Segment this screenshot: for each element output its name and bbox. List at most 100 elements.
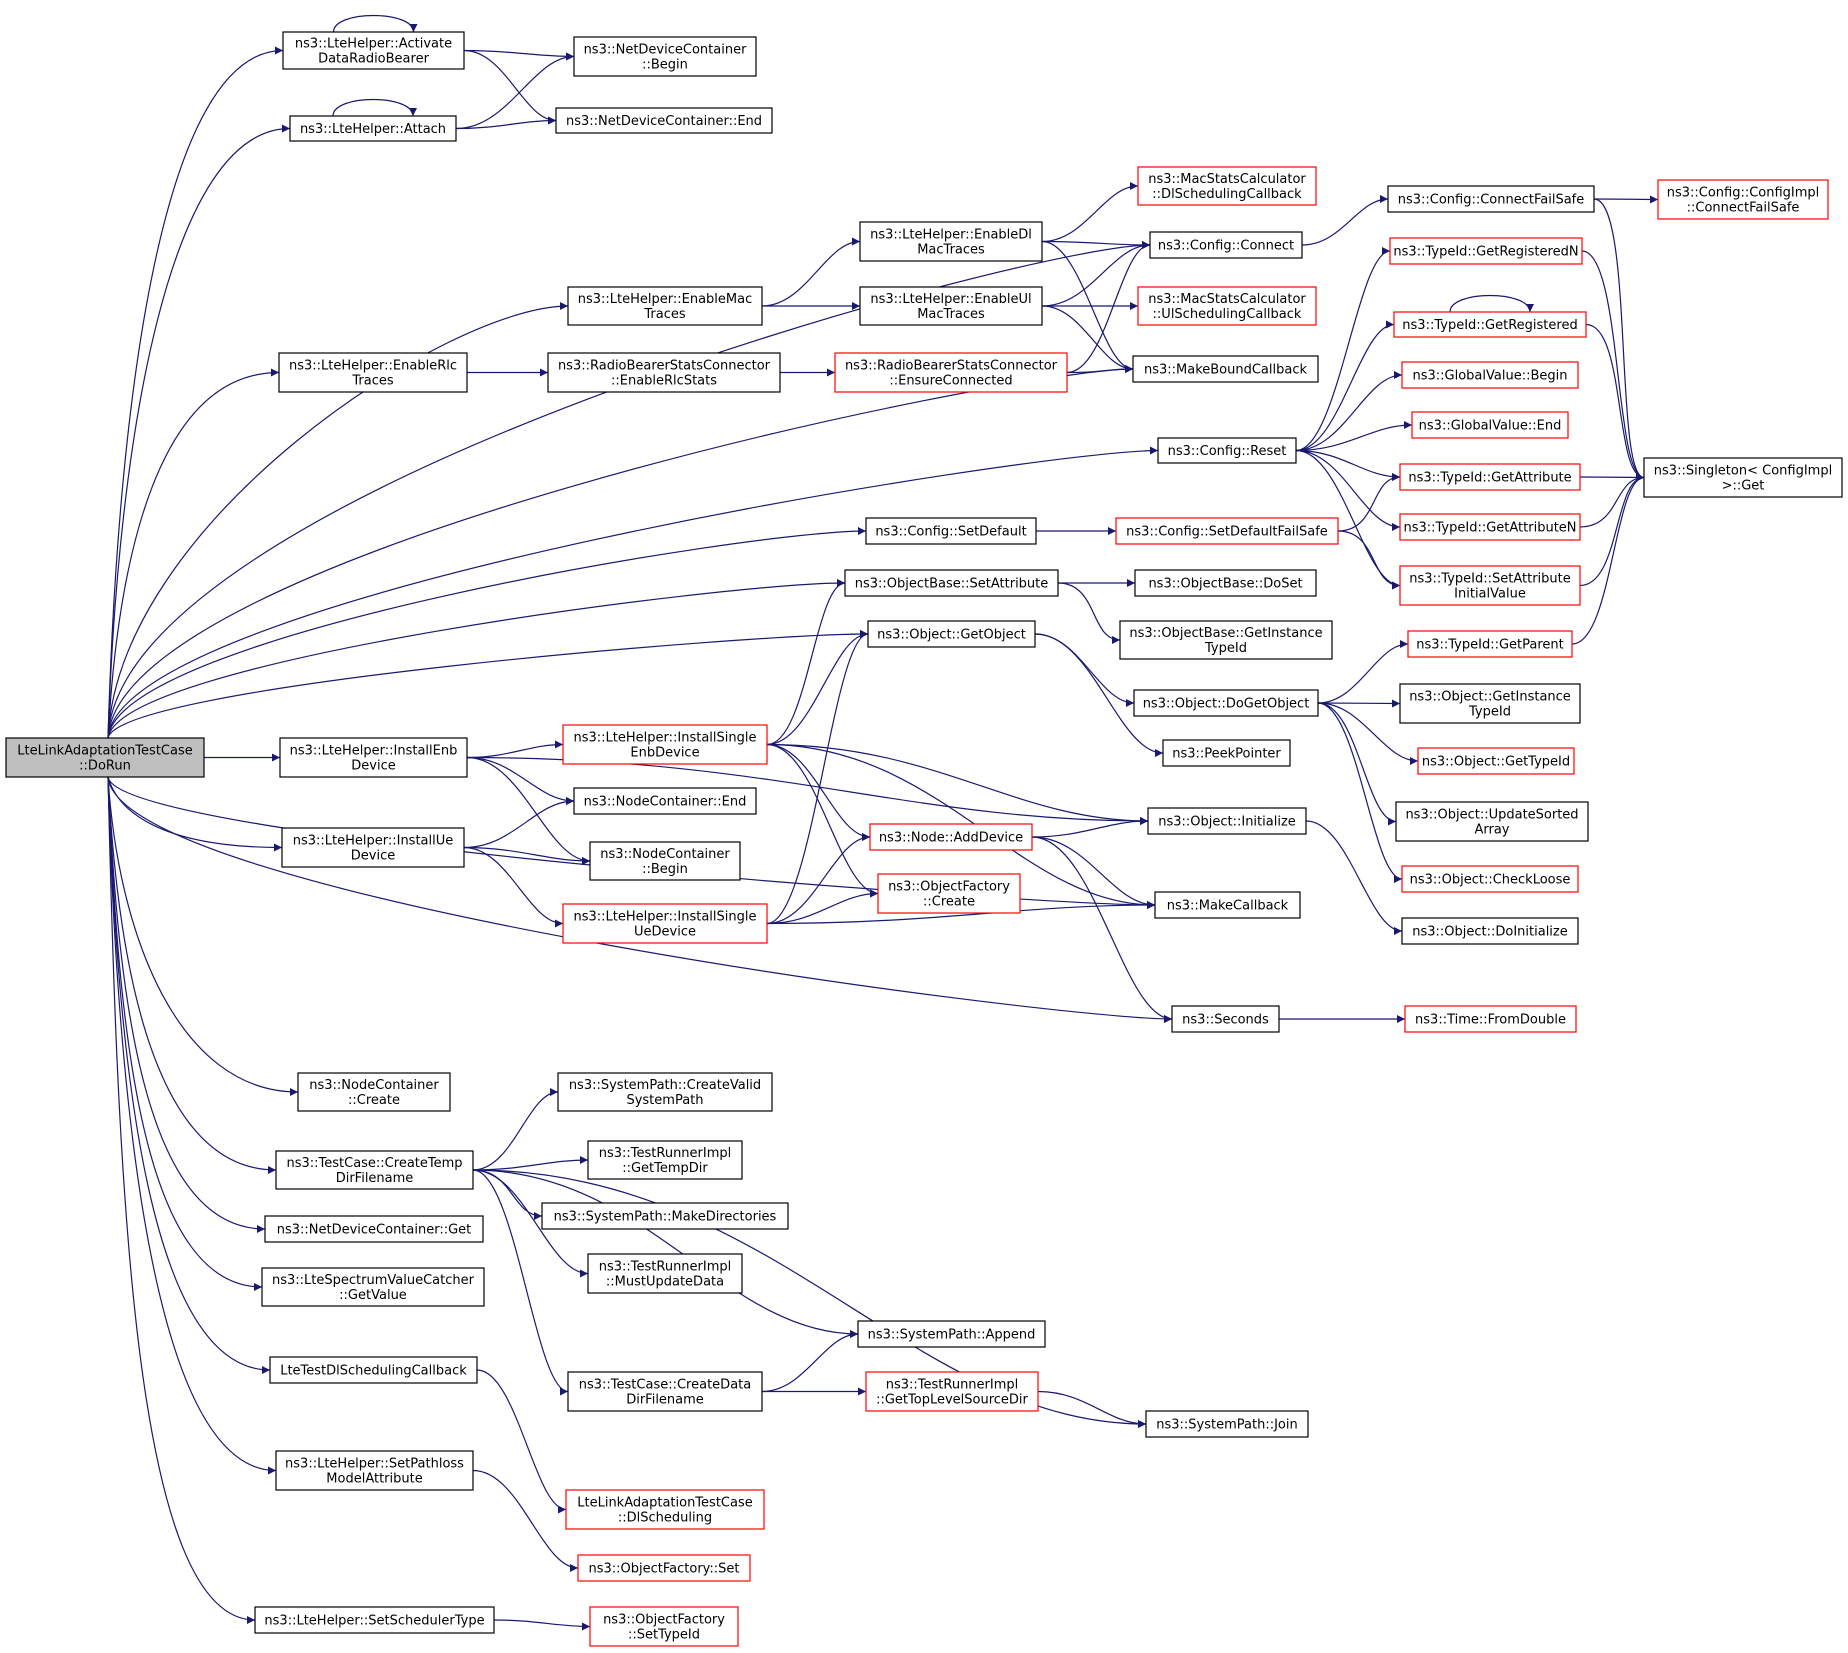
node-box: [1132, 355, 1319, 383]
node-tri_gettemp[interactable]: ns3::TestRunnerImpl::GetTempDir: [587, 1140, 743, 1180]
node-make_cb[interactable]: ns3::MakeCallback: [1154, 891, 1301, 919]
edge-root-to-tc_createtemp: [107, 776, 277, 1174]
edge-root-to-ndc_get: [107, 776, 266, 1233]
node-set_sched[interactable]: ns3::LteHelper::SetSchedulerType: [254, 1606, 495, 1634]
node-label-line: ns3::LteHelper::EnableMac: [578, 292, 753, 307]
edge-cfg_connectfs-to-singleton: [1593, 198, 1645, 482]
node-label-line: ns3::Object::CheckLoose: [1410, 873, 1571, 888]
node-seconds[interactable]: ns3::Seconds: [1171, 1005, 1280, 1033]
node-make_bound[interactable]: ns3::MakeBoundCallback: [1132, 355, 1319, 383]
edge-cfg_reset-to-tid_getreg: [1295, 320, 1395, 452]
node-gv_begin[interactable]: ns3::GlobalValue::Begin: [1401, 361, 1579, 389]
node-lsvc_getvalue[interactable]: ns3::LteSpectrumValueCatcher::GetValue: [261, 1267, 485, 1307]
node-label-line: ns3::Config::ConfigImpl: [1667, 186, 1820, 201]
node-cfg_reset[interactable]: ns3::Config::Reset: [1157, 437, 1297, 464]
node-nc_create[interactable]: ns3::NodeContainer::Create: [297, 1072, 451, 1112]
node-msc_dl[interactable]: ns3::MacStatsCalculator::DlSchedulingCal…: [1137, 166, 1317, 206]
edge-node_adddev-to-make_cb: [1031, 836, 1156, 909]
node-tid_getparent[interactable]: ns3::TypeId::GetParent: [1407, 630, 1573, 658]
node-obj_doinit[interactable]: ns3::Object::DoInitialize: [1401, 917, 1579, 945]
node-ndc_begin[interactable]: ns3::NetDeviceContainer::Begin: [573, 36, 757, 77]
edge-root-to-ob_setattr: [107, 579, 846, 739]
node-label-line: ns3::TypeId::GetAttribute: [1408, 471, 1571, 486]
node-tri_mustupdate[interactable]: ns3::TestRunnerImpl::MustUpdateData: [587, 1253, 743, 1294]
node-node_adddev[interactable]: ns3::Node::AddDevice: [869, 823, 1033, 851]
node-of_set[interactable]: ns3::ObjectFactory::Set: [577, 1554, 751, 1582]
node-time_fromdouble[interactable]: ns3::Time::FromDouble: [1404, 1005, 1577, 1033]
edge-cfg_setdeffs-to-tid_setattrinit: [1337, 530, 1401, 590]
node-singleton[interactable]: ns3::Singleton< ConfigImpl>::Get: [1643, 457, 1843, 498]
node-label-line: ns3::NetDeviceContainer: [584, 43, 748, 58]
node-box: [1657, 179, 1829, 220]
node-tid_getreg[interactable]: ns3::TypeId::GetRegistered: [1393, 311, 1587, 338]
node-nc_begin[interactable]: ns3::NodeContainer::Begin: [589, 841, 741, 881]
edge-root-to-attach: [107, 124, 291, 739]
node-rbsc_enrlc[interactable]: ns3::RadioBearerStatsConnector::EnableRl…: [547, 352, 781, 393]
node-peek[interactable]: ns3::PeekPointer: [1162, 739, 1291, 767]
node-set_pathloss[interactable]: ns3::LteHelper::SetPathlossModelAttribut…: [275, 1450, 474, 1491]
node-ndc_end[interactable]: ns3::NetDeviceContainer::End: [555, 107, 773, 134]
edge-tid_getattr-to-singleton: [1579, 473, 1645, 482]
node-tid_getattr[interactable]: ns3::TypeId::GetAttribute: [1399, 463, 1581, 491]
node-of_create[interactable]: ns3::ObjectFactory::Create: [877, 873, 1021, 914]
edge-root-to-en_rlc: [107, 368, 280, 739]
node-tid_getregn[interactable]: ns3::TypeId::GetRegisteredN: [1389, 237, 1583, 265]
node-rbsc_ensure[interactable]: ns3::RadioBearerStatsConnector::EnsureCo…: [834, 352, 1068, 393]
node-sp_join[interactable]: ns3::SystemPath::Join: [1145, 1410, 1309, 1438]
node-ob_doset[interactable]: ns3::ObjectBase::DoSet: [1134, 569, 1317, 597]
node-obj_checkloose[interactable]: ns3::Object::CheckLoose: [1401, 865, 1579, 893]
node-llatc_dlsched[interactable]: LteLinkAdaptationTestCase::DlScheduling: [565, 1489, 765, 1530]
node-obj_init[interactable]: ns3::Object::Initialize: [1147, 807, 1307, 835]
node-ob_setattr[interactable]: ns3::ObjectBase::SetAttribute: [844, 569, 1059, 597]
node-root[interactable]: LteLinkAdaptationTestCase::DoRun: [5, 737, 205, 778]
node-obj_getobject[interactable]: ns3::Object::GetObject: [867, 620, 1036, 648]
node-ndc_get[interactable]: ns3::NetDeviceContainer::Get: [264, 1215, 484, 1243]
node-nc_end[interactable]: ns3::NodeContainer::End: [573, 787, 757, 815]
node-box: [589, 1606, 739, 1647]
node-of_settypeid[interactable]: ns3::ObjectFactory::SetTypeId: [589, 1606, 739, 1647]
node-cfgimpl_connectfs[interactable]: ns3::Config::ConfigImpl::ConnectFailSafe: [1657, 179, 1829, 220]
node-sp_makedirs[interactable]: ns3::SystemPath::MakeDirectories: [541, 1202, 789, 1230]
edge-inst_enb-to-obj_init: [466, 756, 1149, 825]
node-box: [1147, 807, 1307, 835]
edge-tid_getattrn-to-singleton: [1579, 473, 1645, 528]
node-gv_end[interactable]: ns3::GlobalValue::End: [1411, 411, 1569, 439]
node-label-line: ns3::LteHelper::InstallEnb: [290, 744, 458, 759]
node-sp_append[interactable]: ns3::SystemPath::Append: [857, 1320, 1046, 1348]
node-lte_test_dl[interactable]: LteTestDlSchedulingCallback: [269, 1356, 478, 1384]
node-msc_ul[interactable]: ns3::MacStatsCalculator::UlSchedulingCal…: [1137, 286, 1317, 326]
edge-inst_single_ue-to-make_cb: [766, 901, 1156, 925]
node-label-line: ns3::RadioBearerStatsConnector: [558, 359, 771, 374]
node-box: [562, 903, 768, 944]
node-obj_gettypeid[interactable]: ns3::Object::GetTypeId: [1417, 747, 1575, 775]
node-box: [834, 352, 1068, 393]
node-label-line: ns3::TypeId::SetAttribute: [1409, 572, 1571, 587]
node-cfg_connect[interactable]: ns3::Config::Connect: [1149, 231, 1303, 259]
node-cfg_setdef[interactable]: ns3::Config::SetDefault: [865, 517, 1037, 545]
node-tid_getattrn[interactable]: ns3::TypeId::GetAttributeN: [1399, 513, 1581, 541]
edge-tid_getregn-to-singleton: [1581, 250, 1645, 482]
node-tri_gettoplevel[interactable]: ns3::TestRunnerImpl::GetTopLevelSourceDi…: [865, 1371, 1039, 1412]
node-cfg_connectfs[interactable]: ns3::Config::ConnectFailSafe: [1387, 185, 1595, 213]
node-obj_dogetobject[interactable]: ns3::Object::DoGetObject: [1133, 689, 1319, 717]
edge-attach-to-ndc_begin: [455, 52, 575, 130]
node-attach[interactable]: ns3::LteHelper::Attach: [289, 115, 457, 142]
node-cfg_setdeffs[interactable]: ns3::Config::SetDefaultFailSafe: [1115, 517, 1339, 545]
node-label-line: ::GetTempDir: [622, 1161, 708, 1176]
